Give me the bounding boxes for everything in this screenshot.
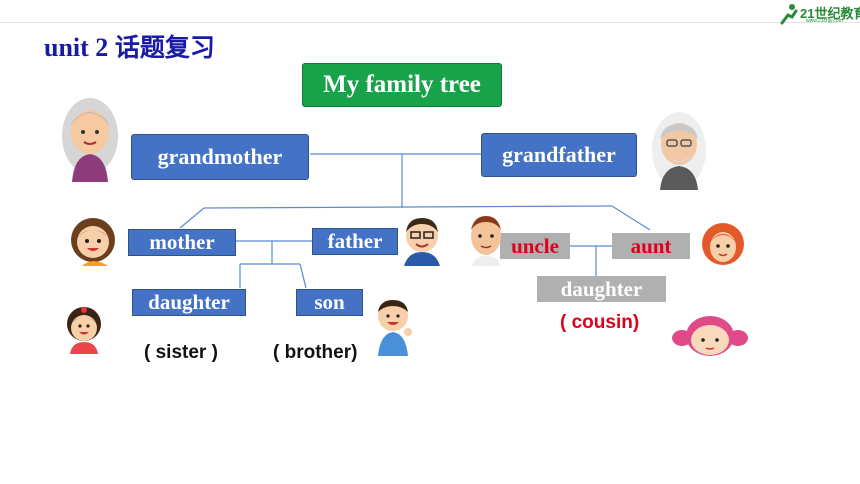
node-aunt: aunt <box>612 233 690 259</box>
logo-text: 21世纪教育 <box>800 6 860 21</box>
sister-note: ( sister ) <box>144 342 218 363</box>
mother-avatar-icon <box>71 218 115 266</box>
page-title: unit 2 话题复习 <box>44 28 215 64</box>
cousin-avatar-icon <box>672 316 748 356</box>
node-grandmother: grandmother <box>131 134 309 180</box>
daughter-avatar-icon <box>67 307 101 354</box>
node-grandfather: grandfather <box>481 133 637 177</box>
uncle-avatar-icon <box>471 216 501 266</box>
grandfather-avatar-icon <box>652 112 706 190</box>
node-daughter: daughter <box>132 289 246 316</box>
node-uncle: uncle <box>500 233 570 259</box>
header-divider <box>0 22 860 23</box>
node-father: father <box>312 228 398 255</box>
title-chinese: 话题复习 <box>114 33 215 62</box>
title-prefix: unit 2 <box>44 33 109 62</box>
father-avatar-icon <box>404 218 440 266</box>
runner-logo-icon <box>780 4 798 25</box>
logo-subtext: www.21cnjy.com <box>806 18 843 24</box>
brother-note: ( brother) <box>273 342 358 363</box>
node-mother: mother <box>128 229 236 256</box>
family-tree-root: My family tree <box>302 63 502 107</box>
aunt-avatar-icon <box>702 223 744 265</box>
node-son: son <box>296 289 363 316</box>
node-cousin-daughter: daughter <box>537 276 666 302</box>
grandmother-avatar-icon <box>62 98 118 182</box>
cousin-note: ( cousin) <box>560 312 640 333</box>
son-avatar-icon <box>378 300 412 356</box>
